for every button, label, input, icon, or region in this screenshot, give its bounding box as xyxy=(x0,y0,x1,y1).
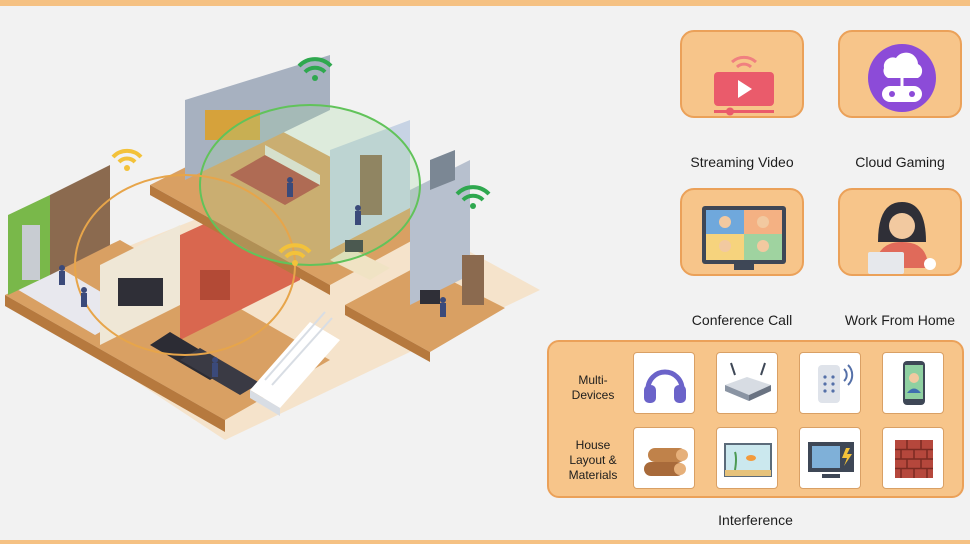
streaming-video-tile xyxy=(680,30,804,118)
router-icon xyxy=(725,362,771,401)
smart-speaker-tile xyxy=(799,352,861,414)
work-from-home-label: Work From Home xyxy=(844,312,956,328)
wood-logs-icon xyxy=(644,448,688,476)
conference-call-icon xyxy=(702,206,786,270)
streaming-video-icon xyxy=(714,55,774,116)
smart-speaker-icon xyxy=(818,364,854,403)
headphones-icon xyxy=(644,369,686,403)
work-from-home-icon xyxy=(868,202,936,274)
smartphone-tile xyxy=(882,352,944,414)
microwave-tile xyxy=(799,427,861,489)
work-from-home-tile xyxy=(838,188,962,276)
smartphone-icon xyxy=(903,361,925,405)
microwave-icon xyxy=(808,442,854,478)
office-floor xyxy=(345,265,505,352)
interference-caption: Interference xyxy=(718,512,793,528)
cloud-gaming-tile xyxy=(838,30,962,118)
multi-devices-label: Multi- Devices xyxy=(571,373,615,402)
staircase xyxy=(250,311,340,416)
conference-call-label: Conference Call xyxy=(691,312,793,328)
headphones-tile xyxy=(633,352,695,414)
wifi-icon-yellow-left xyxy=(111,148,143,171)
bottom-frame-line xyxy=(0,540,970,544)
aquarium-tile xyxy=(716,427,778,489)
office-wall xyxy=(410,160,470,305)
aquarium-icon xyxy=(724,443,772,477)
router-tile xyxy=(716,352,778,414)
cloud-gaming-icon xyxy=(868,44,936,112)
streaming-video-label: Streaming Video xyxy=(690,154,794,170)
interference-panel: Multi- Devices House Layout & Materials xyxy=(547,340,964,498)
wifi-icon-green-right xyxy=(455,185,491,209)
smart-home-illustration xyxy=(5,55,540,440)
wifi-icon-yellow-center xyxy=(278,243,312,266)
conference-call-tile xyxy=(680,188,804,276)
wifi-icon-green-top xyxy=(297,57,333,81)
top-frame-line xyxy=(0,0,970,6)
upper-floor xyxy=(150,125,450,285)
brick-wall-icon xyxy=(895,440,933,478)
wood-logs-tile xyxy=(633,427,695,489)
house-layout-materials-label: House Layout & Materials xyxy=(568,438,618,482)
brick-wall-tile xyxy=(882,427,944,489)
cloud-gaming-label: Cloud Gaming xyxy=(855,154,945,170)
